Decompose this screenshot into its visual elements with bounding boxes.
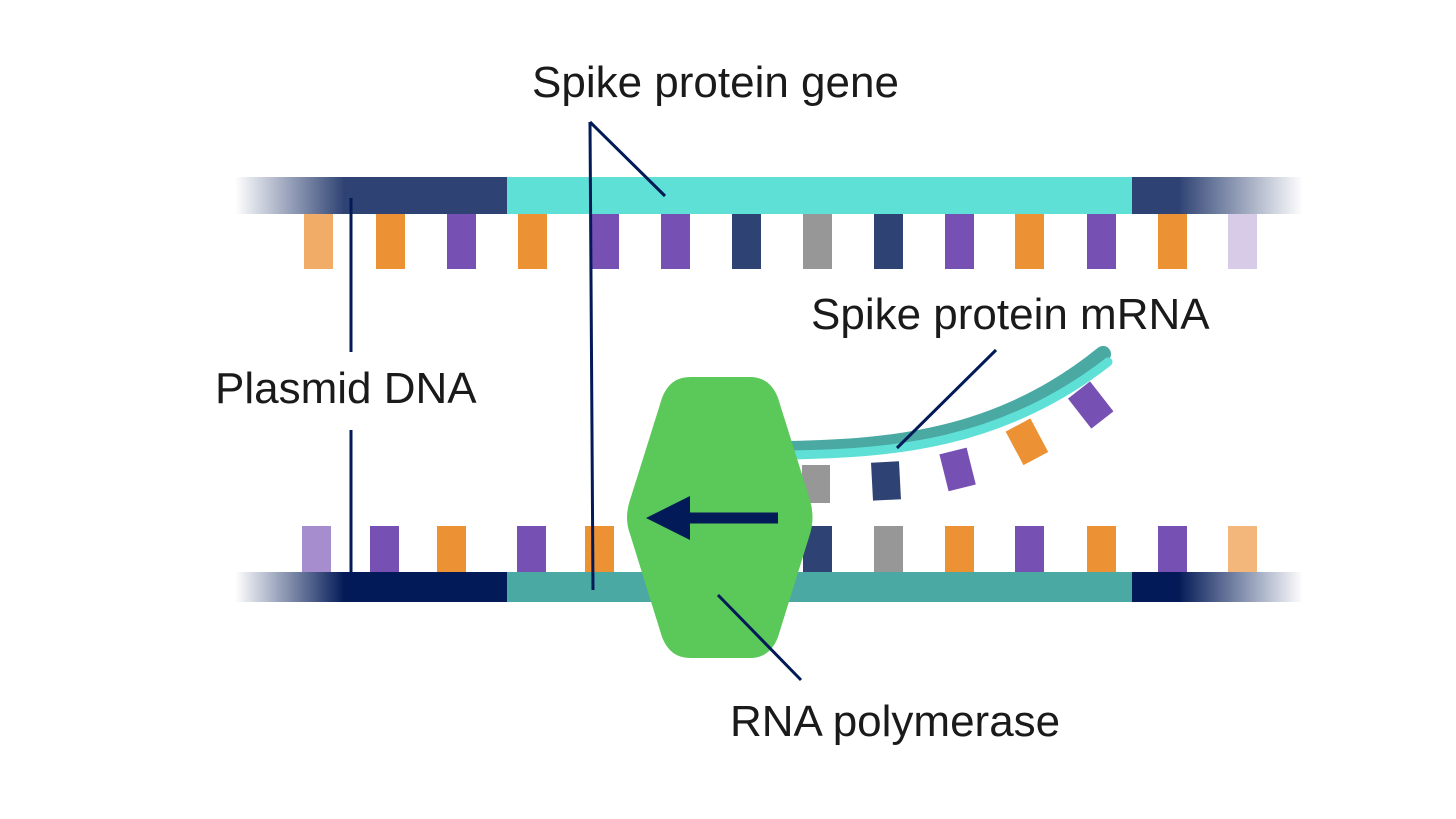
mrna-base-purple bbox=[939, 447, 976, 492]
gene-leader-top bbox=[588, 120, 667, 198]
bottom-backbone-left bbox=[343, 572, 507, 602]
mrna-leader bbox=[895, 348, 998, 450]
bottom-dna-strand bbox=[235, 572, 1303, 602]
bottom-gene-segment bbox=[507, 572, 1132, 602]
mrna-base-orange bbox=[1005, 418, 1049, 466]
top-base-orange bbox=[1158, 214, 1187, 269]
top-base-orange bbox=[1015, 214, 1044, 269]
bottom-base-purple bbox=[1015, 526, 1044, 572]
bottom-base-gray bbox=[874, 526, 903, 572]
mrna-strand bbox=[782, 346, 1114, 503]
bottom-backbone-fade-right bbox=[1178, 572, 1303, 602]
label-rna-polymerase: RNA polymerase bbox=[730, 697, 1060, 746]
bottom-backbone-fade-left bbox=[235, 572, 345, 602]
top-base-orange bbox=[304, 214, 333, 269]
direction-arrow-icon bbox=[646, 496, 690, 540]
mrna-backbone bbox=[785, 357, 1113, 460]
bottom-base-orange bbox=[945, 526, 974, 572]
bottom-base-purple bbox=[517, 526, 546, 572]
rna-polymerase bbox=[627, 377, 813, 658]
top-base-gray bbox=[803, 214, 832, 269]
bottom-base-row bbox=[302, 526, 1257, 572]
top-base-navy bbox=[732, 214, 761, 269]
mrna-base-navy bbox=[871, 461, 901, 501]
bottom-base-orange bbox=[437, 526, 466, 572]
bottom-base-orange bbox=[1087, 526, 1116, 572]
top-base-purple bbox=[945, 214, 974, 269]
mrna-base-row bbox=[802, 381, 1114, 503]
mrna-backbone-shadow bbox=[782, 346, 1111, 457]
top-base-orange bbox=[518, 214, 547, 269]
top-backbone-right bbox=[1132, 177, 1180, 214]
top-backbone-fade-left bbox=[235, 177, 345, 214]
bottom-base-orange bbox=[1228, 526, 1257, 572]
top-base-purple bbox=[590, 214, 619, 269]
top-backbone-fade-right bbox=[1178, 177, 1303, 214]
top-dna-strand bbox=[235, 177, 1303, 214]
top-backbone-left bbox=[343, 177, 507, 214]
top-base-purple bbox=[1087, 214, 1116, 269]
top-base-orange bbox=[376, 214, 405, 269]
bottom-base-purple bbox=[1158, 526, 1187, 572]
label-plasmid-dna: Plasmid DNA bbox=[215, 364, 477, 413]
bottom-base-purple bbox=[370, 526, 399, 572]
leader-lines bbox=[349, 120, 998, 682]
bottom-backbone-right bbox=[1132, 572, 1180, 602]
top-base-purple bbox=[447, 214, 476, 269]
top-base-purple bbox=[661, 214, 690, 269]
top-base-lavender bbox=[1228, 214, 1257, 269]
gene-leader-vertical bbox=[588, 121, 595, 591]
bottom-base-purple bbox=[302, 526, 331, 572]
label-spike-protein-mrna: Spike protein mRNA bbox=[811, 290, 1210, 339]
top-base-navy bbox=[874, 214, 903, 269]
label-spike-protein-gene: Spike protein gene bbox=[532, 58, 899, 107]
top-gene-segment bbox=[507, 177, 1132, 214]
bottom-base-orange bbox=[585, 526, 614, 572]
mrna-base-purple bbox=[1067, 381, 1114, 429]
top-base-row bbox=[304, 214, 1257, 269]
polymerase-leader bbox=[716, 593, 803, 682]
